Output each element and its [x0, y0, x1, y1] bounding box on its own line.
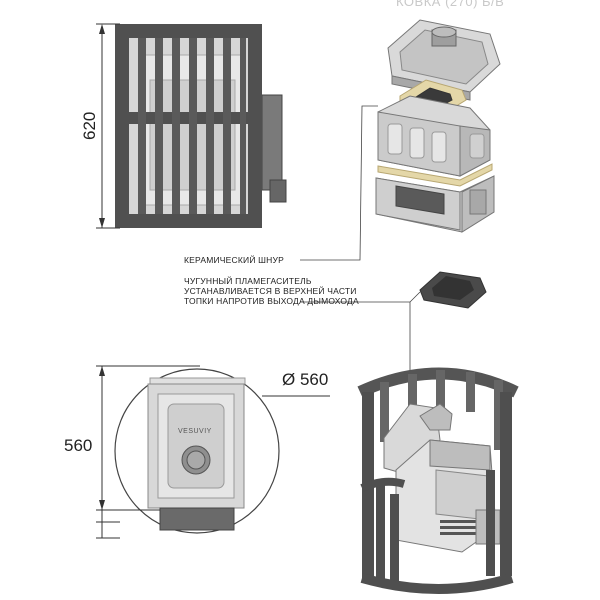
top-view [96, 365, 330, 539]
cutaway-casting [383, 403, 501, 553]
depth-dimension-label: 560 [64, 436, 93, 455]
callout-leaders [300, 105, 421, 380]
flame-damper-label-line3: ТОПКИ НАПРОТИВ ВЫХОДА ДЫМОХОДА [184, 296, 359, 306]
flue-box [261, 94, 283, 191]
top-view-circle [114, 368, 280, 534]
cutaway-front-cage [362, 392, 512, 586]
door-logo: VESUVIY [178, 428, 212, 435]
front-view [96, 23, 287, 229]
ceramic-cord-middle [377, 163, 493, 187]
front-bars [138, 38, 246, 214]
front-top-rail [115, 24, 262, 38]
depth-dimension-line [96, 365, 200, 539]
ceramic-cord-label: КЕРАМИЧЕСКИЙ ШНУР [184, 255, 284, 265]
front-middle-rail [115, 112, 262, 124]
diameter-label: Ø 560 [282, 370, 329, 389]
middle-body [377, 95, 491, 177]
height-dimension-line [96, 23, 120, 229]
flame-damper-label-line1: ЧУГУННЫЙ ПЛАМЕГАСИТЕЛЬ [184, 276, 312, 286]
header-title: КОВКА (270) Б/В [396, 0, 505, 9]
lower-body [375, 175, 495, 233]
exploded-view [375, 19, 501, 233]
front-frame-left-post [115, 24, 129, 228]
flame-damper-label-line2: УСТАНАВЛИВАЕТСЯ В ВЕРХНЕЙ ЧАСТИ [184, 286, 357, 296]
front-frame-right-post [248, 24, 262, 228]
height-dimension-label: 620 [80, 111, 99, 140]
cutaway-view [357, 367, 519, 594]
front-bottom-rail [115, 214, 262, 228]
